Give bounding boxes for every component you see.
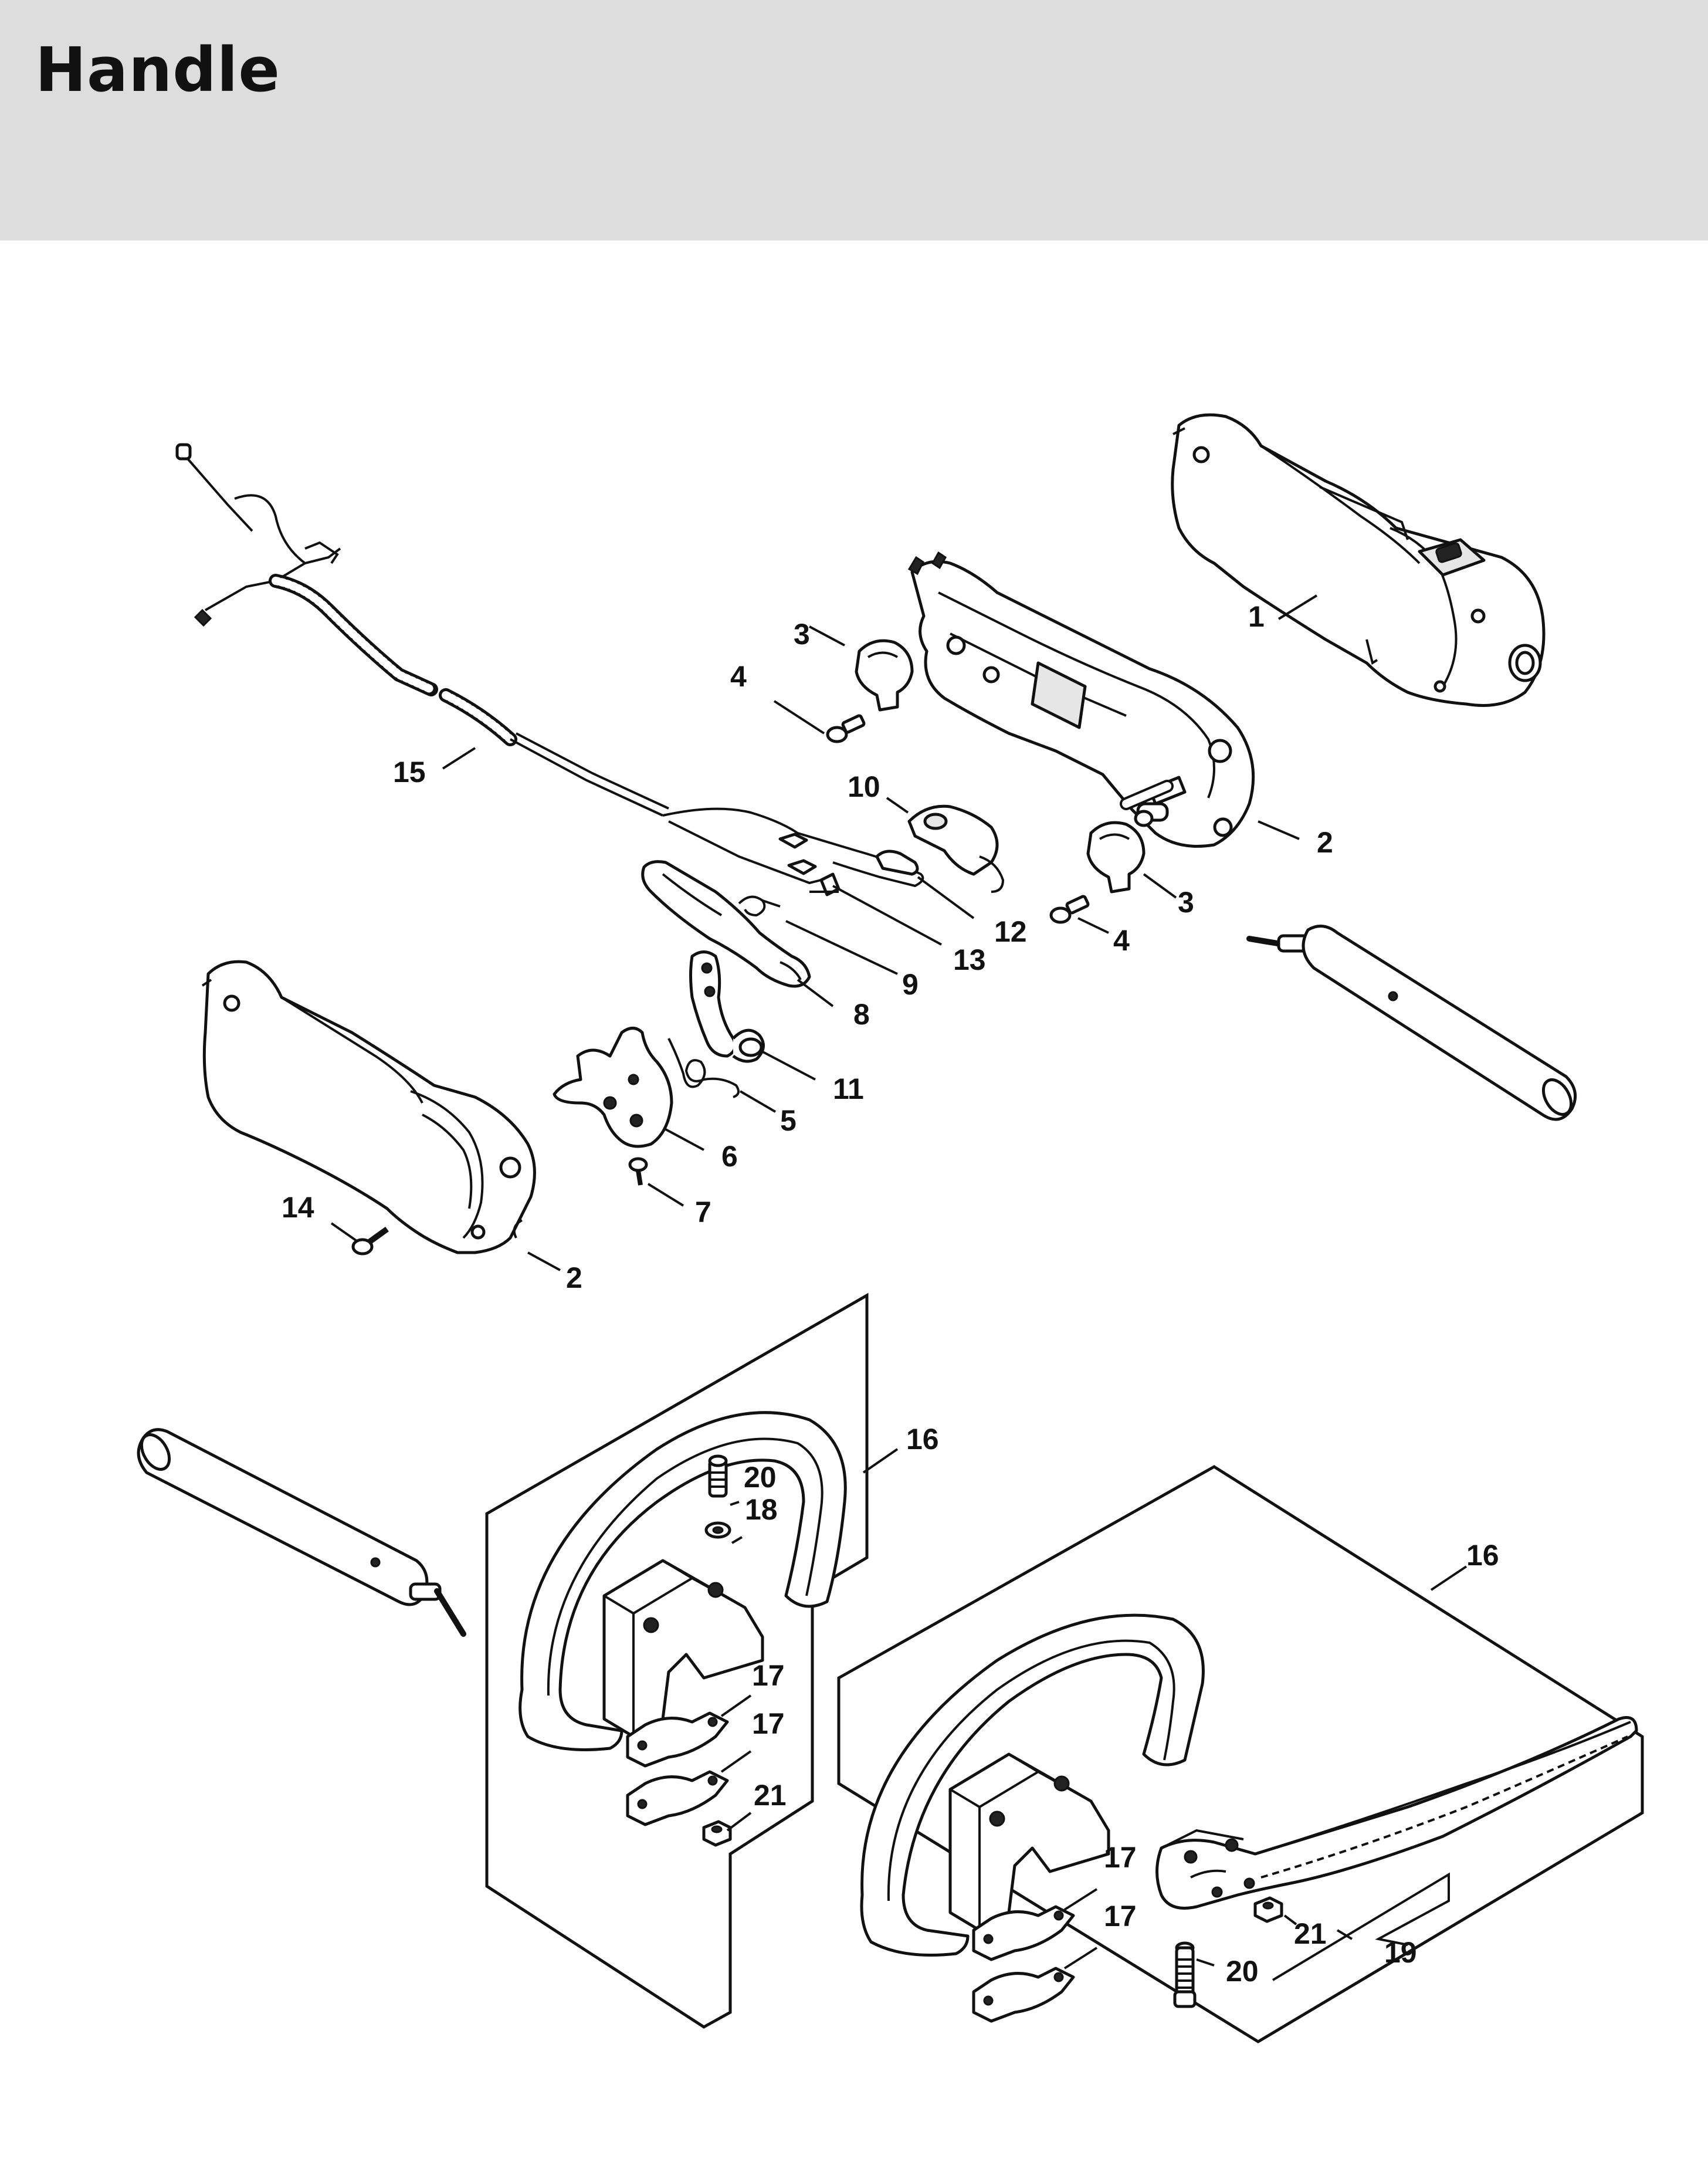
- handle-shell-part-2-lower: [201, 960, 536, 1254]
- callout-labels: 1 2 2 3 3 4 4 5 6 7 8 9 10 11 12 13 14 1…: [282, 600, 1499, 1988]
- callout-1: 1: [1248, 600, 1265, 633]
- contact-spring-part-12: [875, 850, 919, 876]
- callout-18: 18: [745, 1493, 778, 1526]
- spring-part-5: [667, 1038, 740, 1098]
- nut-part-21-left: [702, 1820, 732, 1847]
- callout-10: 10: [848, 770, 880, 803]
- callout-20-right: 20: [1226, 1955, 1259, 1988]
- screw-part-4-lower: [1049, 895, 1090, 924]
- callout-5: 5: [780, 1104, 797, 1137]
- callout-4-upper: 4: [730, 660, 747, 693]
- throttle-trigger-part-8: [641, 860, 811, 988]
- wire-clip-part-13: [809, 872, 841, 896]
- callout-2-upper: 2: [1317, 826, 1333, 859]
- screw-part-7: [628, 1157, 648, 1186]
- slide-button-part-10: [907, 804, 1005, 893]
- torsion-spring-part-9: [738, 895, 781, 917]
- callout-19: 19: [1384, 1936, 1417, 1969]
- callout-20-left: 20: [744, 1461, 777, 1494]
- callout-6: 6: [721, 1140, 738, 1173]
- clamp-part-3-lower: [1086, 821, 1146, 894]
- callout-2-lower: 2: [566, 1261, 582, 1294]
- loop-handle-kit-part-16-left: [485, 1292, 869, 2029]
- lever-part-11: [689, 950, 765, 1063]
- callout-3-upper: 3: [794, 618, 810, 651]
- callout-4-lower: 4: [1113, 924, 1130, 957]
- callout-8: 8: [853, 998, 870, 1031]
- callout-7: 7: [695, 1196, 711, 1229]
- page-title: Handle: [35, 34, 280, 106]
- header-bar: Handle: [0, 0, 1708, 241]
- clamp-half-part-17-right-a: [972, 1905, 1075, 1961]
- callout-17-left-b: 17: [752, 1707, 785, 1740]
- loop-handle-kit-part-16-right: [837, 1465, 1644, 2043]
- callout-13: 13: [953, 943, 986, 976]
- screw-part-4-upper: [826, 714, 866, 743]
- callout-21-right: 21: [1294, 1917, 1327, 1950]
- callout-11: 11: [833, 1072, 864, 1105]
- callout-15: 15: [393, 756, 426, 789]
- drive-tube-lower: [137, 1428, 466, 1637]
- drive-tube-upper: [1246, 925, 1577, 1121]
- clamp-half-part-17-left-b: [626, 1770, 729, 1826]
- nut-part-21-right: [1253, 1896, 1283, 1923]
- clamp-half-part-17-left-a: [626, 1711, 729, 1768]
- callout-14: 14: [282, 1191, 314, 1224]
- callout-12: 12: [994, 915, 1027, 948]
- washer-part-18: [704, 1521, 731, 1539]
- bolt-part-20-right: [1173, 1941, 1197, 2008]
- callout-16-right: 16: [1466, 1539, 1499, 1572]
- callout-17-right-b: 17: [1104, 1900, 1137, 1933]
- handle-assembly-part-1: [1171, 413, 1546, 707]
- callout-9: 9: [902, 968, 919, 1001]
- callout-17-left-a: 17: [752, 1659, 785, 1692]
- lockout-lever-part-6: [553, 1027, 673, 1148]
- callout-21-left: 21: [754, 1779, 787, 1812]
- callout-3-lower: 3: [1178, 886, 1194, 919]
- clamp-half-part-17-right-b: [972, 1967, 1075, 2023]
- clamp-part-3-upper: [855, 639, 914, 712]
- callout-16-left: 16: [906, 1423, 939, 1456]
- callout-17-right-a: 17: [1104, 1841, 1137, 1874]
- wiring-harness-part-15: [175, 443, 924, 888]
- leader-lines: [330, 594, 1468, 1981]
- screw-part-14: [351, 1226, 389, 1256]
- handle-shell-part-2-upper: [907, 551, 1255, 848]
- bolt-part-20-left: [708, 1454, 728, 1498]
